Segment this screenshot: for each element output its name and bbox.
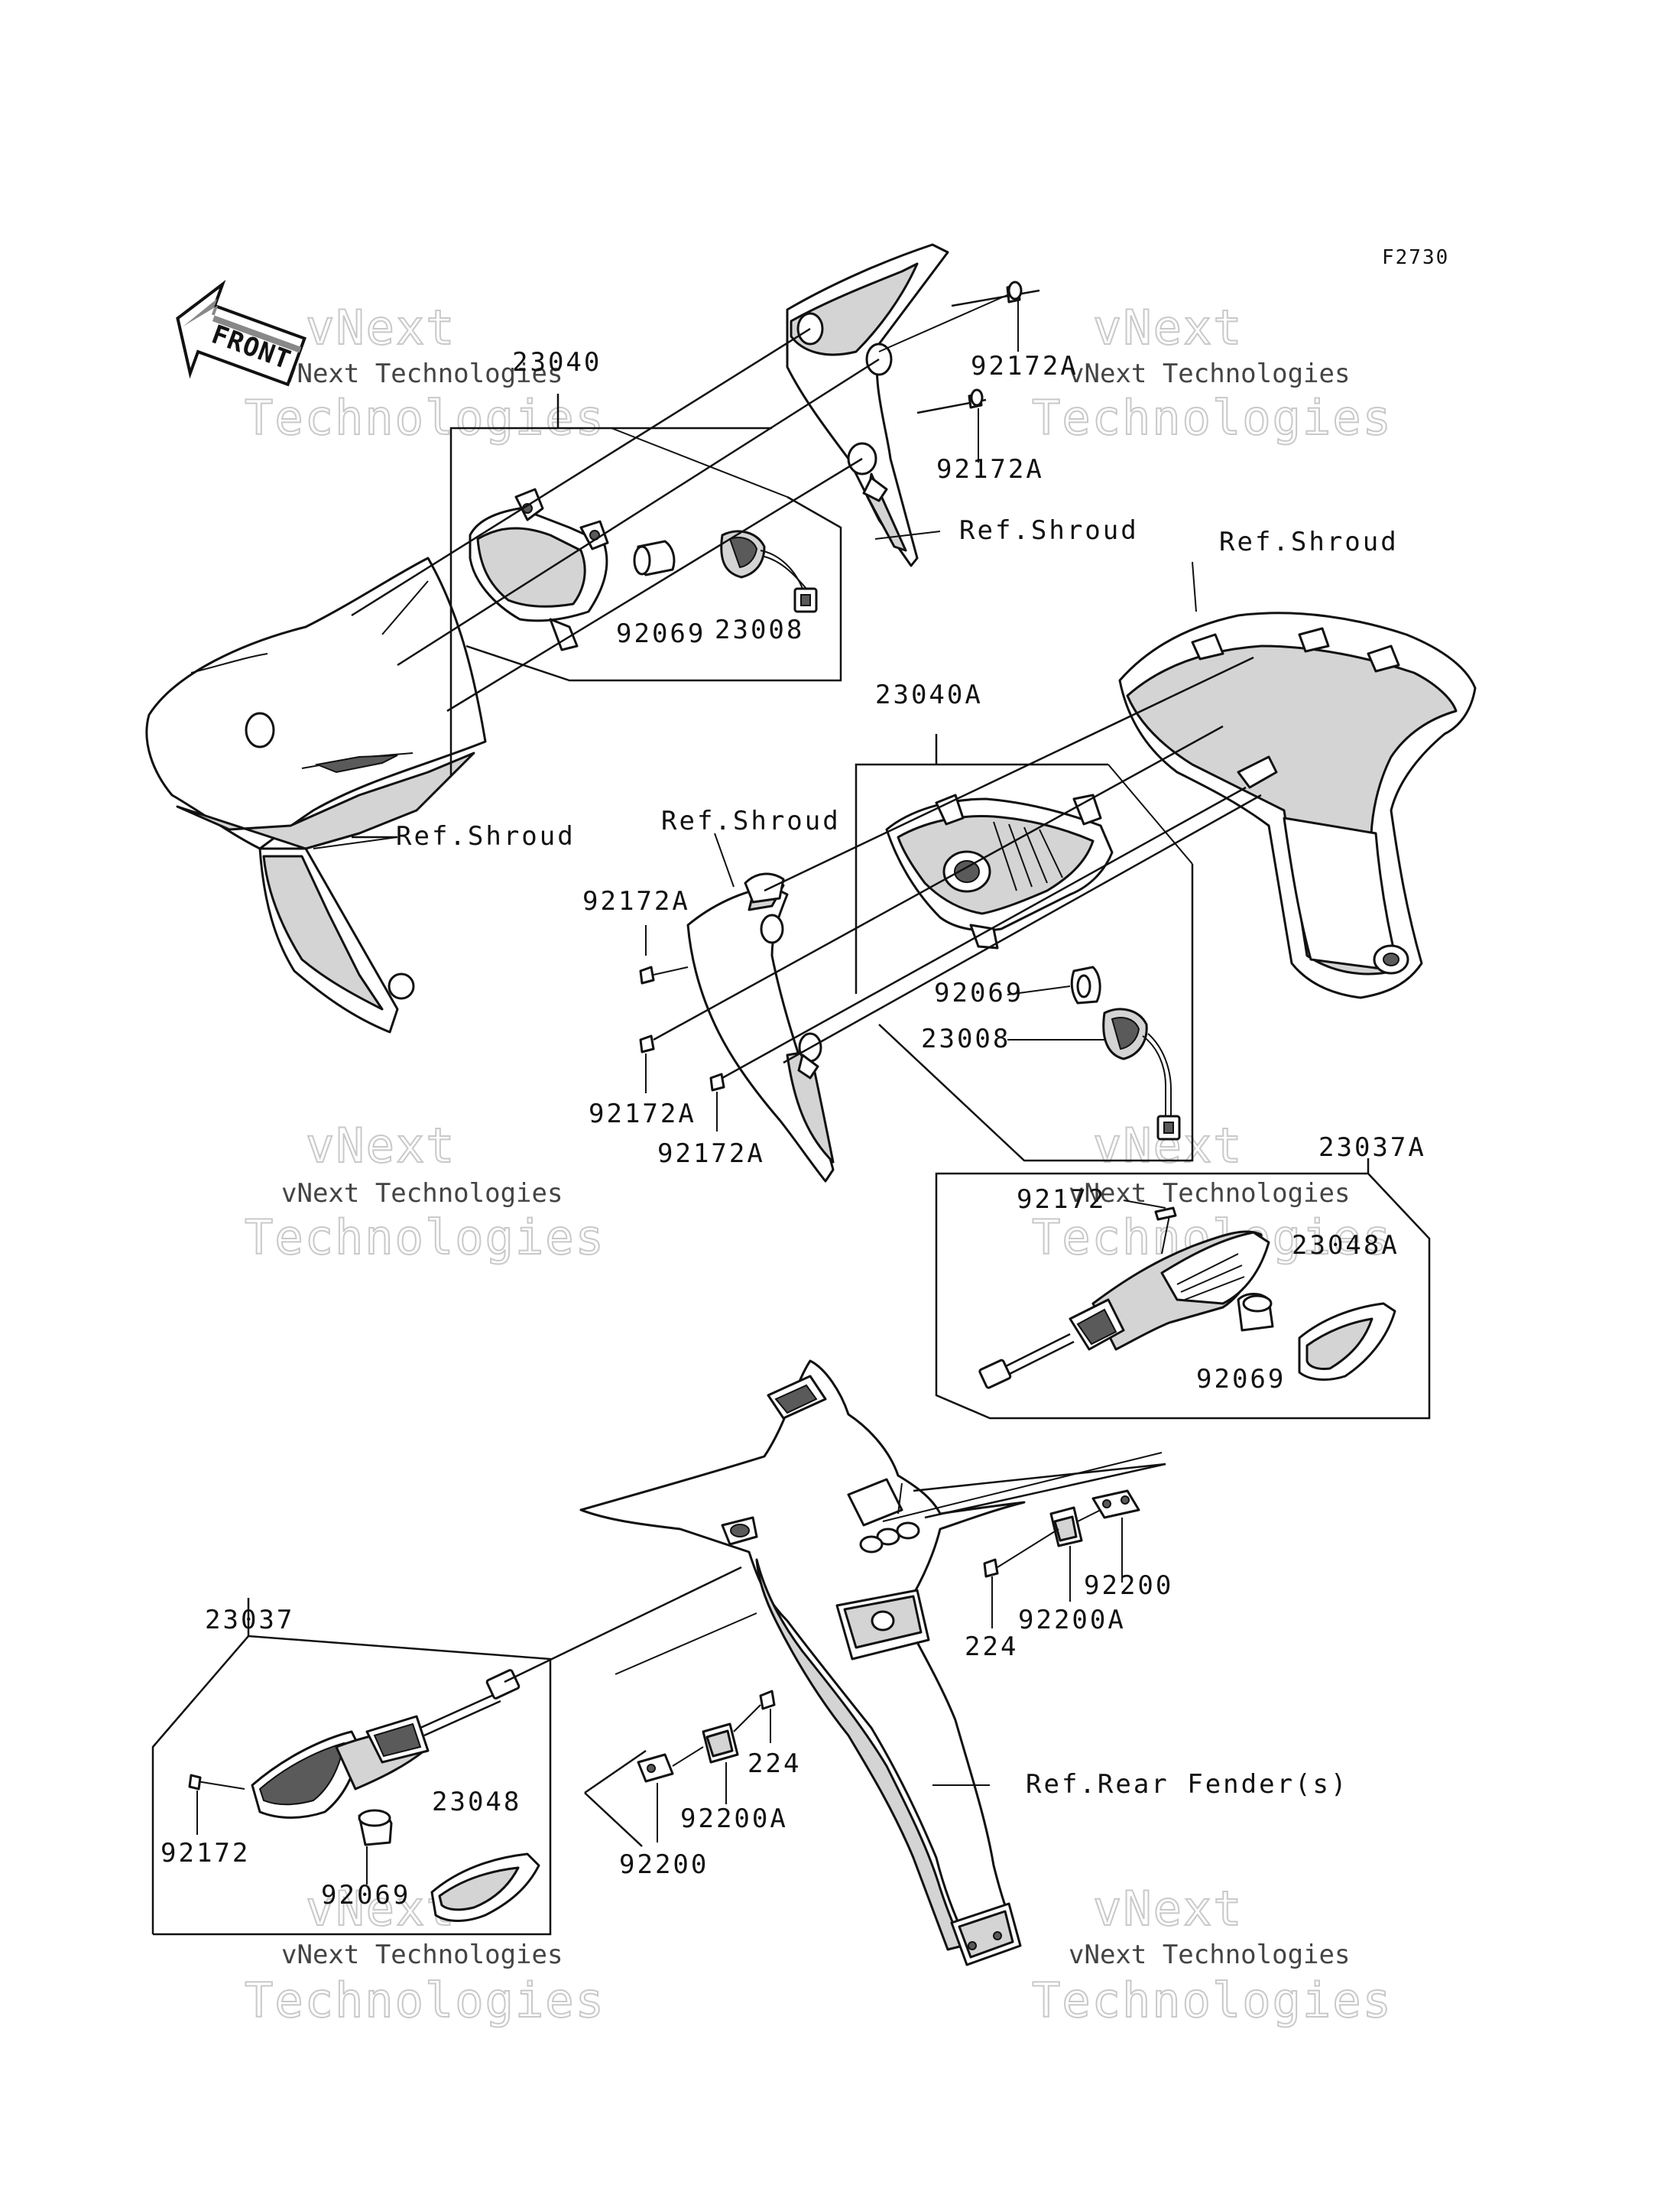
svg-text:vNext Technologies: vNext Technologies bbox=[1069, 359, 1350, 389]
label-23008-2: 23008 bbox=[921, 1024, 1010, 1054]
assembly-lines-left-hardware bbox=[584, 1452, 1163, 1847]
socket-23008-upper bbox=[720, 530, 818, 613]
label-ref-shroud-3: Ref.Shroud bbox=[396, 821, 576, 852]
label-92172-1: 92172 bbox=[1017, 1184, 1106, 1215]
upper-shroud bbox=[786, 243, 949, 567]
label-92172a-1: 92172A bbox=[971, 351, 1078, 381]
label-92200-1: 92200 bbox=[1084, 1570, 1173, 1601]
label-92069-2: 92069 bbox=[934, 978, 1023, 1008]
group-bracket-23040a bbox=[855, 734, 1194, 1162]
label-ref-rear-fender: Ref.Rear Fender(s) bbox=[1026, 1769, 1348, 1800]
turn-signal-23037a bbox=[978, 1230, 1270, 1389]
label-224-2: 224 bbox=[748, 1748, 801, 1779]
label-ref-shroud-4: Ref.Shroud bbox=[661, 806, 841, 836]
bulb-92069-right bbox=[1237, 1293, 1274, 1332]
watermarks: vNext Technologies vNext Technologies vN… bbox=[244, 299, 1393, 2029]
svg-text:Technologies: Technologies bbox=[245, 1972, 605, 2028]
callout-labels: 23040 92172A 92172A Ref.Shroud 92069 230… bbox=[161, 347, 1426, 1911]
screw-92172-1 bbox=[1154, 1206, 1177, 1255]
light-assembly-23040 bbox=[469, 488, 609, 651]
lens-23048a bbox=[1298, 1302, 1396, 1381]
assembly-lines-middle bbox=[653, 656, 1262, 1080]
label-92172a-5: 92172A bbox=[657, 1138, 765, 1169]
label-92200a-1: 92200A bbox=[1018, 1605, 1126, 1635]
watermark-bottom-left: vNext Technologies vNext Technologies bbox=[244, 1880, 605, 2029]
figure-code: F2730 bbox=[1382, 246, 1449, 269]
svg-text:vNext Technologies: vNext Technologies bbox=[281, 1940, 563, 1970]
socket-23008-middle bbox=[1102, 1008, 1181, 1141]
svg-text:Technologies: Technologies bbox=[1032, 1209, 1393, 1265]
screw-92172a-5 bbox=[709, 1073, 725, 1131]
label-23037: 23037 bbox=[205, 1605, 294, 1635]
left-shroud bbox=[145, 557, 487, 1034]
label-92200-2: 92200 bbox=[619, 1849, 709, 1880]
watermark-mid-right: vNext Technologies vNext Technologies bbox=[1031, 1117, 1393, 1266]
label-92172-2: 92172 bbox=[161, 1838, 250, 1868]
assembly-lines-right-hardware bbox=[913, 1463, 1166, 1568]
svg-text:vNext: vNext bbox=[1093, 300, 1244, 356]
bulb-92069-lower bbox=[358, 1809, 393, 1885]
label-92172a-4: 92172A bbox=[589, 1099, 696, 1129]
light-assembly-23040a bbox=[885, 794, 1114, 950]
screw-92172-2 bbox=[188, 1774, 245, 1835]
middle-shroud bbox=[686, 872, 835, 1183]
label-23040: 23040 bbox=[512, 347, 602, 378]
label-ref-shroud-2: Ref.Shroud bbox=[1219, 527, 1399, 557]
svg-text:vNext Technologies: vNext Technologies bbox=[281, 1178, 563, 1209]
screw-92172a-2 bbox=[916, 388, 987, 463]
screw-92172a-1 bbox=[951, 281, 1040, 352]
svg-text:vNext Technologies: vNext Technologies bbox=[281, 359, 563, 389]
label-23040a: 23040A bbox=[875, 680, 983, 710]
label-224-1: 224 bbox=[965, 1631, 1018, 1662]
svg-text:vNext: vNext bbox=[306, 1118, 456, 1174]
svg-text:vNext: vNext bbox=[1093, 1118, 1244, 1174]
svg-text:vNext: vNext bbox=[306, 1881, 456, 1937]
label-23048a: 23048A bbox=[1292, 1230, 1399, 1261]
label-92069-1: 92069 bbox=[616, 618, 705, 649]
svg-text:vNext: vNext bbox=[1093, 1881, 1244, 1937]
label-23037a: 23037A bbox=[1318, 1132, 1426, 1163]
label-92069-4: 92069 bbox=[321, 1880, 410, 1911]
label-23048: 23048 bbox=[432, 1787, 521, 1817]
label-92200a-2: 92200A bbox=[680, 1804, 788, 1834]
screw-92172a-3 bbox=[639, 925, 689, 985]
right-shroud bbox=[1118, 612, 1477, 999]
bolt-224-right bbox=[983, 1558, 999, 1628]
watermark-mid-left: vNext Technologies vNext Technologies bbox=[244, 1117, 605, 1266]
bolt-224-left bbox=[759, 1690, 776, 1743]
lens-23048 bbox=[430, 1852, 540, 1922]
group-bracket-23040 bbox=[449, 394, 842, 776]
watermark-bottom-right: vNext Technologies vNext Technologies bbox=[1031, 1880, 1393, 2029]
svg-text:Technologies: Technologies bbox=[245, 390, 605, 446]
group-bracket-23037a bbox=[935, 1158, 1431, 1420]
label-92069-3: 92069 bbox=[1196, 1364, 1286, 1394]
turn-signal-23037 bbox=[251, 1669, 521, 1819]
bracket-92200a-left bbox=[702, 1722, 739, 1804]
svg-text:vNext: vNext bbox=[306, 300, 456, 356]
label-92172a-3: 92172A bbox=[582, 886, 690, 917]
svg-text:vNext Technologies: vNext Technologies bbox=[1069, 1940, 1350, 1970]
label-23008-1: 23008 bbox=[715, 615, 804, 645]
assembly-line-23037 bbox=[504, 1566, 742, 1683]
bulb-92069-middle bbox=[1070, 966, 1101, 1005]
bulb-92069-upper bbox=[633, 540, 676, 576]
svg-text:vNext Technologies: vNext Technologies bbox=[1069, 1178, 1350, 1209]
bracket-92200a-right bbox=[1049, 1506, 1083, 1602]
bracket-92200-left bbox=[637, 1753, 674, 1842]
label-92172a-2: 92172A bbox=[936, 454, 1044, 485]
svg-text:Technologies: Technologies bbox=[1032, 390, 1393, 446]
watermark-top-right: vNext Technologies vNext Technologies bbox=[1031, 299, 1393, 446]
screw-92172a-4 bbox=[639, 1034, 655, 1093]
svg-text:Technologies: Technologies bbox=[245, 1209, 605, 1265]
assembly-lines-upper bbox=[351, 294, 1010, 713]
leader-lines bbox=[313, 531, 1197, 1786]
bracket-92200-right bbox=[1091, 1489, 1140, 1583]
rear-fender bbox=[579, 1359, 1026, 1966]
watermark-top-left: vNext Technologies vNext Technologies bbox=[244, 299, 605, 446]
svg-text:Technologies: Technologies bbox=[1032, 1972, 1393, 2028]
label-ref-shroud-1: Ref.Shroud bbox=[959, 515, 1139, 546]
group-bracket-23037 bbox=[151, 1598, 552, 1936]
